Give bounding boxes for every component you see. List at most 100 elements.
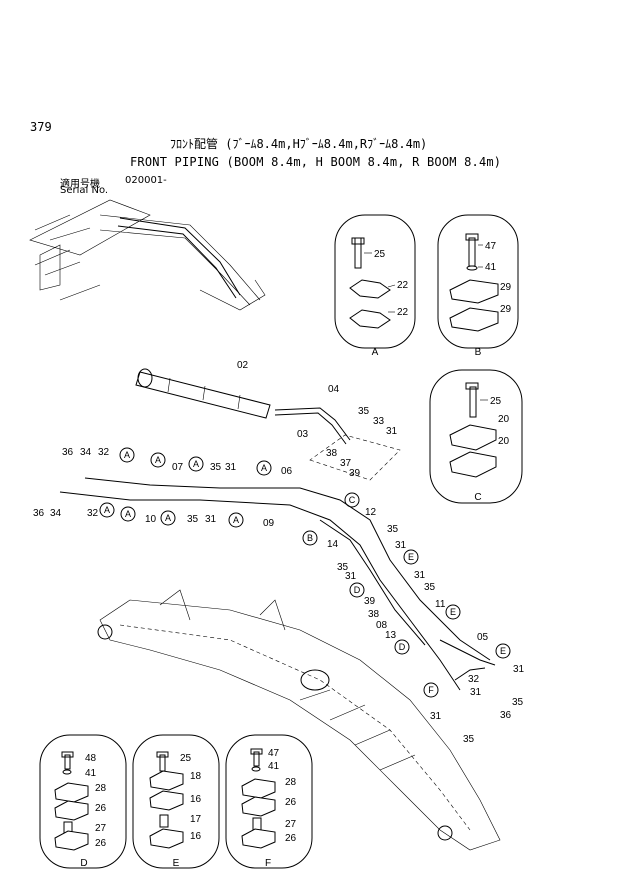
view-marker: E (408, 552, 414, 562)
part-number: 29 (500, 304, 512, 315)
callout: 06 (281, 466, 293, 477)
part-number: 25 (490, 396, 502, 407)
callout: 31 (225, 462, 237, 473)
part-number: 26 (95, 803, 107, 814)
view-marker: E (450, 607, 456, 617)
callout: 36 (500, 710, 512, 721)
detail-D: 48 41 28 26 27 26 D (39, 734, 127, 869)
detail-label: B (475, 347, 482, 358)
callout: 09 (263, 518, 275, 529)
callout: 39 (364, 596, 376, 607)
detail-label: C (474, 492, 481, 503)
serial-number-value: 020001- (125, 175, 167, 186)
part-number: 26 (285, 833, 297, 844)
part-number: 27 (285, 819, 297, 830)
view-marker: A (193, 459, 199, 469)
part-number: 17 (190, 814, 202, 825)
detail-F: 47 41 28 26 27 26 F (225, 734, 313, 869)
overview-sketch (29, 199, 266, 311)
callout: 14 (327, 539, 339, 550)
part-number: 20 (498, 436, 510, 447)
callout: 35 (387, 524, 399, 535)
view-marker: F (428, 685, 434, 695)
callout: 08 (376, 620, 388, 631)
serial-label: Serial No. (60, 185, 109, 196)
callout: 34 (80, 447, 92, 458)
callout: 35 (512, 697, 524, 708)
detail-label: D (80, 858, 87, 869)
detail-A: 25 22 22 A (334, 214, 416, 358)
callout: 05 (477, 632, 489, 643)
main-callouts: 02 04 03 35 33 31 38 37 39 36 34 32 07 3… (33, 360, 525, 745)
serial-label-jp: 適用号機 (60, 179, 100, 190)
callout: 32 (87, 508, 99, 519)
callout: 31 (395, 540, 407, 551)
callout: 02 (237, 360, 249, 371)
part-number: 22 (397, 280, 409, 291)
boom-outline (97, 589, 501, 851)
callout: 03 (297, 429, 309, 440)
callout: 34 (50, 508, 62, 519)
part-number: 18 (190, 771, 202, 782)
callout: 35 (358, 406, 370, 417)
callout: 10 (145, 514, 157, 525)
page-number: 379 (30, 120, 52, 134)
callout: 33 (373, 416, 385, 427)
part-number: 41 (85, 768, 97, 779)
part-number: 29 (500, 282, 512, 293)
callout: 35 (187, 514, 199, 525)
part-number: 22 (397, 307, 409, 318)
callout: 31 (205, 514, 217, 525)
view-marker: A (125, 509, 131, 519)
detail-B: 47 41 29 29 B (437, 214, 519, 358)
callout: 38 (326, 448, 338, 459)
view-marker: A (104, 505, 110, 515)
view-reference-markers: A A A A A A A A B C D D E E E F (99, 447, 511, 698)
detail-label: A (372, 347, 379, 358)
part-number: 26 (95, 838, 107, 849)
callout: 39 (349, 468, 361, 479)
callout: 31 (513, 664, 525, 675)
view-marker: A (233, 515, 239, 525)
part-number: 47 (268, 748, 280, 759)
part-number: 28 (95, 783, 107, 794)
callout: 36 (33, 508, 45, 519)
callout: 31 (386, 426, 398, 437)
part-number: 16 (190, 831, 202, 842)
callout: 35 (463, 734, 475, 745)
callout: 35 (210, 462, 222, 473)
callout: 32 (98, 447, 110, 458)
callout: 13 (385, 630, 397, 641)
page-title: FRONT PIPING (BOOM 8.4m, H BOOM 8.4m, R … (130, 155, 502, 169)
callout: 31 (414, 570, 426, 581)
detail-E: 25 18 16 17 16 E (132, 734, 220, 869)
part-number: 28 (285, 777, 297, 788)
part-number: 48 (85, 753, 97, 764)
part-number: 47 (485, 241, 497, 252)
callout: 37 (340, 458, 352, 469)
callout: 35 (337, 562, 349, 573)
view-marker: A (165, 513, 171, 523)
view-marker: B (307, 533, 313, 543)
part-number: 20 (498, 414, 510, 425)
detail-label: F (265, 858, 271, 869)
callout: 04 (328, 384, 340, 395)
piping-lines (59, 368, 496, 691)
callout: 31 (345, 571, 357, 582)
callout: 31 (470, 687, 482, 698)
part-number: 41 (268, 761, 280, 772)
view-marker: D (399, 642, 406, 652)
part-number: 26 (285, 797, 297, 808)
callout: 07 (172, 462, 184, 473)
detail-C: 25 20 20 C (429, 369, 523, 504)
view-marker: D (354, 585, 361, 595)
callout: 11 (435, 599, 446, 610)
part-number: 16 (190, 794, 202, 805)
view-marker: E (500, 646, 506, 656)
callout: 36 (62, 447, 74, 458)
part-number: 41 (485, 262, 497, 273)
callout: 32 (468, 674, 480, 685)
part-number: 25 (180, 753, 192, 764)
view-marker: A (124, 450, 130, 460)
